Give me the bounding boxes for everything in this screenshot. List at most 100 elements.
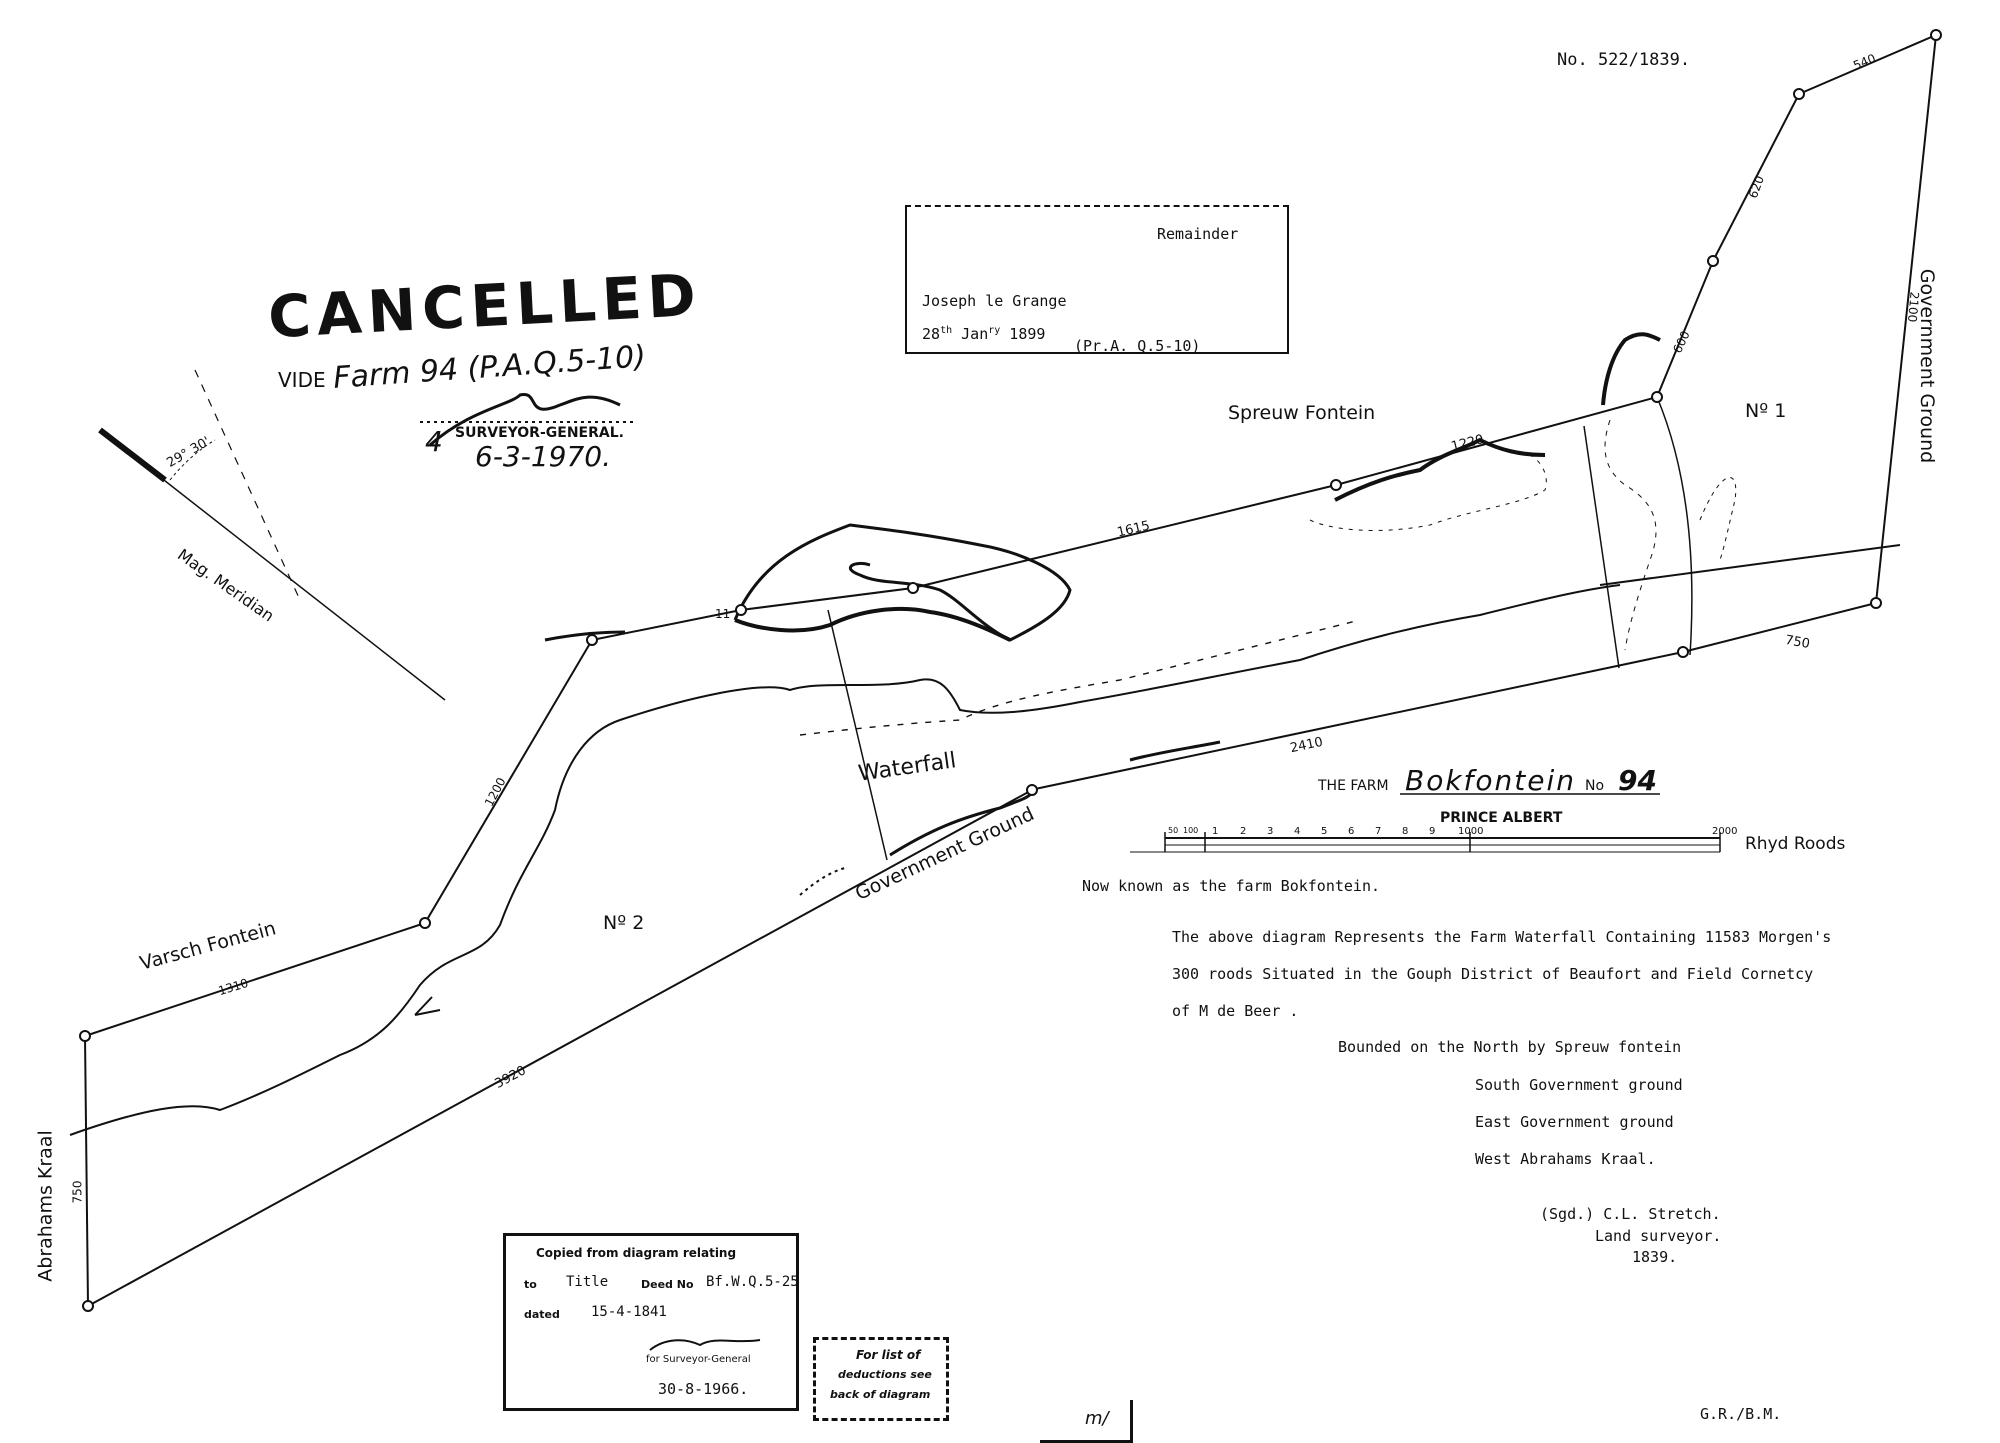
beacons	[79, 29, 1942, 1312]
cancel-date: 6-3-1970.	[475, 440, 611, 473]
boundary-south	[87, 602, 1877, 1307]
label-no1: Nº 1	[1745, 400, 1787, 422]
vide-label: VIDE	[278, 368, 326, 392]
deductions-stamp: For list of deductions see back of diagr…	[813, 1337, 949, 1421]
scale-tick-label: 100	[1183, 826, 1199, 835]
copied-stamp-deed-label: Deed No	[641, 1278, 694, 1291]
beacon	[586, 634, 598, 646]
boundary-east	[1875, 34, 1937, 604]
outcrop-no1-east	[1699, 477, 1737, 561]
copied-stamp-title: Title	[566, 1274, 609, 1290]
beacon	[1793, 88, 1805, 100]
beacon	[1707, 255, 1719, 267]
scale-tick-label: 6	[1348, 826, 1355, 837]
outcrop-central-lower	[734, 606, 1011, 642]
outcrop-south	[889, 788, 1037, 857]
meridian-arc	[169, 439, 216, 481]
scale-end-label: 2000	[1712, 826, 1738, 837]
scale-tick-label: 5	[1321, 826, 1328, 837]
river	[69, 584, 1621, 1136]
scale-bar	[1130, 793, 1721, 853]
outcrop-spreuw	[1334, 437, 1546, 502]
beacon	[79, 1030, 91, 1042]
copied-stamp-to-label: to	[524, 1278, 537, 1291]
remainder-owner: Joseph le Grange	[922, 292, 1067, 310]
deductions-line2: deductions see	[838, 1368, 932, 1381]
meridian-indicator	[98, 369, 446, 701]
division-line-no1-west	[1583, 425, 1620, 669]
label-no2: Nº 2	[603, 912, 645, 934]
remainder-line1: Remainder	[1157, 225, 1239, 243]
scale-tick-label: 1000	[1458, 826, 1484, 837]
meridian-true-north	[194, 369, 301, 601]
boundary-north-west	[84, 34, 1937, 1037]
outcrop-central	[733, 523, 1072, 642]
remainder-reference: (Pr.A. Q.5-10)	[1074, 337, 1201, 355]
remainder-date-month: Jan	[952, 325, 989, 343]
outcrop-no1-dashed	[1604, 419, 1657, 651]
bound-south: South Government ground	[1475, 1076, 1683, 1094]
beacon	[1930, 29, 1942, 41]
signature-line1: (Sgd.) C.L. Stretch.	[1540, 1205, 1721, 1223]
cross-road	[1599, 544, 1901, 586]
beacon	[82, 1300, 94, 1312]
farm-number: 94	[1618, 764, 1657, 797]
beacon	[735, 604, 747, 616]
remainder-date-year: 1899	[1000, 325, 1046, 343]
outcrop-south-east	[1129, 740, 1221, 762]
signature-line2: Land surveyor.	[1595, 1227, 1722, 1245]
division-line-no1-east	[1656, 396, 1693, 656]
copied-stamp: Copied from diagram relating to Title De…	[503, 1233, 799, 1411]
beacon	[1330, 479, 1342, 491]
label-spreuw-fontein: Spreuw Fontein	[1228, 402, 1376, 424]
description-line3: of M de Beer .	[1172, 1002, 1299, 1020]
deductions-line3: back of diagram	[830, 1388, 931, 1401]
cancel-signature-prefix: 4	[425, 425, 443, 458]
cancel-signature-title: SURVEYOR-GENERAL.	[455, 425, 624, 441]
scale-tick-label: 9	[1429, 826, 1436, 837]
beacon	[1677, 646, 1689, 658]
bottom-mark-box: m/	[1040, 1400, 1133, 1443]
copied-stamp-dated-label: dated	[524, 1308, 560, 1321]
copied-stamp-deed-no: Bf.W.Q.5-25	[706, 1274, 799, 1290]
side-length-750-left: 750	[70, 1180, 85, 1204]
scale-tick-label: 7	[1375, 826, 1382, 837]
now-known-note: Now known as the farm Bokfontein.	[1082, 877, 1381, 895]
initials: G.R./B.M.	[1700, 1405, 1782, 1423]
deductions-line1: For list of	[856, 1348, 921, 1362]
meridian-arrow-head	[98, 427, 167, 483]
diagram-number: No. 522/1839.	[1557, 50, 1691, 70]
scale-tick-label: 50	[1168, 826, 1179, 835]
scale-units: Rhyd Roods	[1745, 834, 1846, 854]
beacon	[419, 917, 431, 929]
bound-west: West Abrahams Kraal.	[1475, 1150, 1656, 1168]
river-north-bank	[799, 619, 1361, 736]
copied-stamp-signature	[649, 1339, 761, 1351]
scale-tick-label: 3	[1267, 826, 1274, 837]
bound-north: Bounded on the North by Spreuw fontein	[1338, 1038, 1682, 1056]
stamp-lines	[420, 392, 761, 1351]
beacon	[1651, 391, 1663, 403]
outcrop-left	[799, 867, 846, 896]
river-main	[69, 584, 1621, 1136]
beacon	[907, 582, 919, 594]
farm-no-label: No	[1585, 778, 1605, 794]
copied-stamp-dated: 15-4-1841	[591, 1304, 667, 1320]
river-arrow	[414, 996, 441, 1016]
district-name: PRINCE ALBERT	[1440, 810, 1563, 826]
signature-line3: 1839.	[1632, 1248, 1678, 1266]
remainder-date: 28th Janry 1899	[922, 325, 1045, 343]
copied-stamp-date: 30-8-1966.	[658, 1380, 749, 1398]
copied-stamp-line1: Copied from diagram relating	[536, 1246, 737, 1260]
outcrop-spreuw-outline	[1309, 454, 1547, 531]
boundary-west	[84, 1035, 89, 1307]
remainder-date-suffix: th	[940, 325, 953, 336]
remainder-date-day: 28	[922, 325, 941, 343]
side-length-11: 11	[715, 607, 731, 621]
remainder-date-month-suffix: ry	[988, 325, 1001, 336]
side-length-2100: 2100	[1904, 291, 1922, 323]
signature-scribble	[429, 392, 621, 447]
bottom-mark: m/	[1085, 1408, 1109, 1429]
description-line1: The above diagram Represents the Farm Wa…	[1172, 928, 1832, 946]
